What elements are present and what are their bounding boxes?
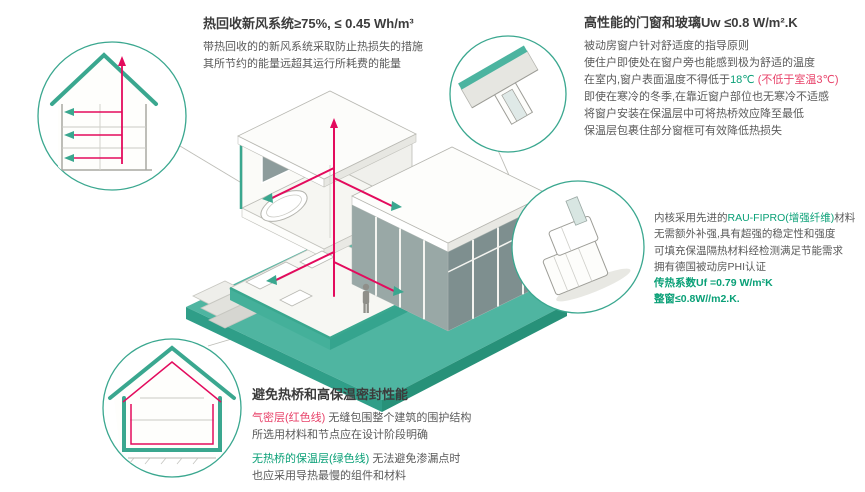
- thermal-title: 避免热桥和高保温密封性能: [252, 387, 409, 402]
- windows-line-3: 在室内,窗户表面温度不得低于18℃ (不低于室温3℃): [584, 72, 860, 89]
- heat-recovery-block: 热回收新风系统≥75%, ≤ 0.45 Wh/m³ 带热回收的的新风系统采取防止…: [203, 13, 453, 73]
- windows-title: 高性能的门窗和玻璃Uw ≤0.8 W/m².K: [584, 15, 798, 30]
- windows-line-4: 即使在寒冷的冬季,在靠近窗户部位也无寒冷不适感: [584, 91, 830, 104]
- profile-line-4: 拥有德国被动房PHI认证: [654, 260, 767, 273]
- thermal-line-2: 所选用材料和节点应在设计阶段明确: [252, 429, 428, 442]
- tower-roof: [237, 90, 417, 180]
- cutaway-house: [229, 90, 549, 350]
- profile-material-name: RAU-FIPRO(增强纤维): [727, 212, 835, 224]
- window-detail-callout: [449, 35, 567, 153]
- profile-line-1-pre: 内核采用先进的: [654, 212, 728, 224]
- person-figure: [362, 283, 370, 313]
- thermal-callout: [102, 338, 242, 478]
- ventilation-callout: [37, 41, 187, 191]
- thermal-block: 避免热桥和高保温密封性能 气密层(红色线) 无缝包围整个建筑的围护结构 所选用材…: [252, 384, 564, 492]
- profile-line-2: 无需额外补强,具有超强的稳定性和强度: [654, 228, 836, 241]
- thermal-line-4: 也应采用导热最慢的组件和材料: [252, 470, 406, 483]
- glass-facade-sw: [351, 204, 449, 332]
- windows-line-6: 保温层包裹住部分窗框可有效降低热损失: [584, 125, 782, 138]
- windows-line-5: 将窗户安装在保温层中可将热桥效应降至最低: [584, 108, 804, 121]
- insulation-rest: 无法避免渗漏点时: [369, 453, 461, 466]
- windows-line-3-text: 在室内,窗户表面温度不得低于: [584, 74, 731, 87]
- profile-line-3: 可填充保温隔热材料经检测满足节能需求: [654, 244, 843, 257]
- windows-block: 高性能的门窗和玻璃Uw ≤0.8 W/m².K 被动房窗户针对舒适度的指导原则 …: [584, 12, 860, 140]
- profile-block: 内核采用先进的RAU-FIPRO(增强纤维)材料 无需额外补强,具有超强的稳定性…: [654, 210, 865, 308]
- airtight-label: 气密层(红色线): [252, 412, 326, 424]
- windows-temp-note: (不低于室温3℃): [754, 74, 839, 87]
- window-profile-callout: [511, 180, 645, 314]
- windows-temp-value: 18℃: [730, 74, 755, 87]
- windows-line-2: 使住户即使处在窗户旁也能感到极为舒适的温度: [584, 57, 815, 70]
- profile-line-1-post: 材料: [834, 212, 856, 224]
- heat-recovery-title: 热回收新风系统≥75%, ≤ 0.45 Wh/m³: [203, 16, 414, 31]
- uf-value: 传热系数Uf =0.79 W/m²K: [654, 277, 773, 290]
- uw-value: 整窗≤0.8W//m2.K.: [654, 293, 740, 306]
- heat-recovery-line-1: 带热回收的的新风系统采取防止热损失的措施: [203, 41, 423, 53]
- airtight-line: 气密层(红色线) 无缝包围整个建筑的围护结构: [252, 410, 564, 427]
- windows-line-1: 被动房窗户针对舒适度的指导原则: [584, 40, 749, 52]
- insulation-label: 无热桥的保温层(绿色线): [252, 453, 370, 466]
- profile-line-1: 内核采用先进的RAU-FIPRO(增强纤维)材料: [654, 210, 865, 226]
- heat-recovery-line-2: 其所节约的能量远超其运行所耗费的能量: [203, 58, 401, 71]
- airtight-rest: 无缝包围整个建筑的围护结构: [325, 412, 472, 424]
- insulation-line: 无热桥的保温层(绿色线) 无法避免渗漏点时: [252, 451, 564, 468]
- duct-system: [262, 118, 404, 297]
